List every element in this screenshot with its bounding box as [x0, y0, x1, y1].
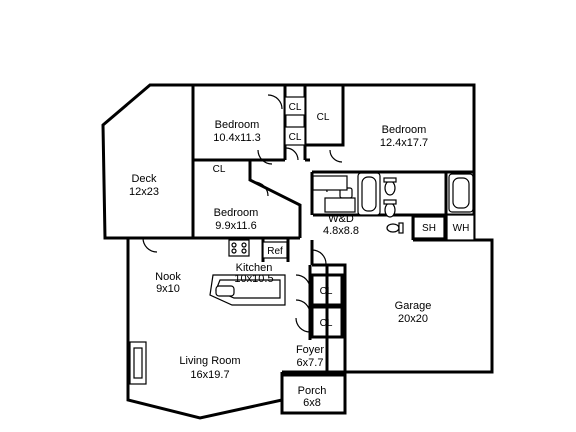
house-outline [193, 83, 476, 215]
refrigerator [262, 241, 288, 259]
room-name: Porch [298, 385, 327, 397]
room-size: 4.8x8.8 [323, 225, 359, 237]
counter [324, 197, 356, 213]
stove [228, 239, 250, 257]
room-size: 20x20 [398, 313, 428, 325]
room-size: 12x23 [129, 186, 159, 198]
deck-outline [101, 83, 195, 240]
water-heater-box [446, 214, 475, 241]
cabinet [312, 175, 348, 191]
room-name: Kitchen [236, 262, 273, 274]
walls [101, 83, 494, 420]
labels: Deck 12x23 Bedroom 10.4x11.3 Bedroom 12.… [129, 96, 470, 409]
doors [142, 94, 343, 333]
ref-label: Ref [267, 246, 283, 257]
shelf-label: SH [422, 223, 436, 234]
room-name: Bedroom [215, 119, 260, 131]
room-size: 16x19.7 [190, 369, 229, 381]
closet-label: CL [317, 112, 330, 123]
room-name: Foyer [296, 344, 324, 356]
room-name: Bedroom [382, 124, 427, 136]
room-size: 6x7.7 [297, 357, 324, 369]
room-size: 9x10 [156, 283, 180, 295]
shelf-box [413, 216, 445, 239]
room-size: 10.4x11.3 [213, 132, 261, 144]
closet-label: CL [213, 164, 226, 175]
room-size: 9.9x11.6 [215, 220, 256, 232]
room-size: 12.4x17.7 [380, 137, 428, 149]
toilet [386, 223, 400, 233]
closet-label: CL [289, 132, 302, 143]
room-name: W&D [328, 213, 354, 225]
bathtub [357, 172, 381, 216]
room-name: Deck [131, 173, 157, 185]
closet-label: CL [320, 318, 333, 329]
kitchen-sink [215, 285, 235, 297]
closet-label: CL [289, 102, 302, 113]
toilet [384, 180, 396, 196]
toilet [384, 202, 396, 218]
water-heater-label: WH [453, 223, 470, 234]
room-name: Garage [395, 300, 432, 312]
porch-outline [280, 373, 347, 415]
closet-label: CL [320, 286, 333, 297]
room-name: Living Room [179, 355, 240, 367]
room-name: Nook [155, 271, 181, 283]
fixtures [129, 172, 475, 385]
bathtub [448, 173, 474, 213]
room-size: 10x10.5 [234, 273, 273, 285]
room-name: Bedroom [214, 207, 259, 219]
room-size: 6x8 [303, 397, 321, 409]
